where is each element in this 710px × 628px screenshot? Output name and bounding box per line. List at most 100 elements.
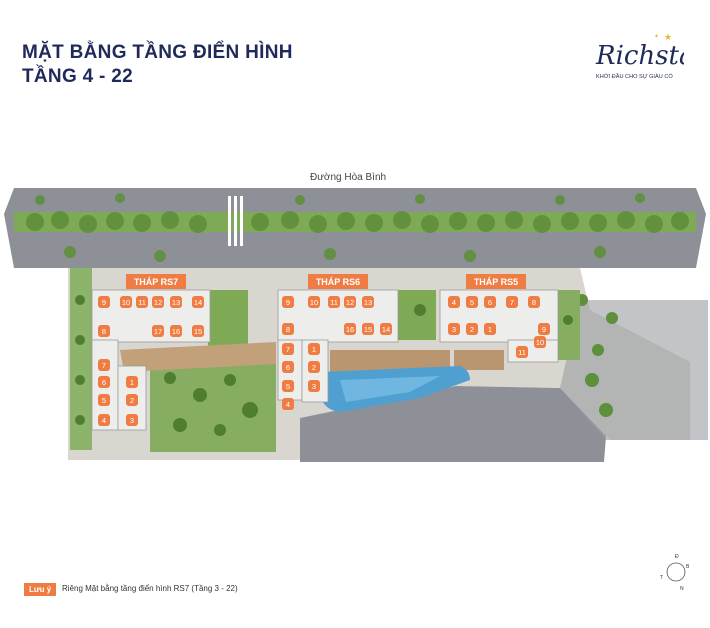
unit-marker-bg bbox=[534, 336, 546, 348]
pool-inner bbox=[340, 376, 440, 402]
unit-marker-bg bbox=[484, 323, 496, 335]
unit-marker-bg bbox=[282, 323, 294, 335]
unit-number: 8 bbox=[532, 298, 536, 307]
unit-number: 3 bbox=[130, 416, 134, 425]
unit-number: 7 bbox=[510, 298, 514, 307]
unit-number: 15 bbox=[194, 327, 202, 336]
deck-rs6 bbox=[330, 350, 450, 372]
unit-marker-bg bbox=[308, 296, 320, 308]
unit-number: 14 bbox=[194, 298, 202, 307]
unit-marker-bg bbox=[282, 296, 294, 308]
unit-number: 17 bbox=[154, 327, 162, 336]
page-title: MẶT BẰNG TẦNG ĐIỂN HÌNH bbox=[22, 42, 293, 63]
unit-marker-bg bbox=[344, 296, 356, 308]
green-west bbox=[70, 268, 92, 450]
unit-number: 4 bbox=[452, 298, 456, 307]
green-rs7-south bbox=[150, 356, 276, 452]
unit-marker-bg bbox=[448, 323, 460, 335]
unit-number: 16 bbox=[346, 325, 354, 334]
crosswalk bbox=[228, 196, 243, 246]
unit-marker-bg bbox=[506, 296, 518, 308]
compass-icon: Đ B T N bbox=[660, 554, 690, 592]
unit-number: 1 bbox=[312, 345, 316, 354]
unit-marker-bg bbox=[308, 343, 320, 355]
compass-letter-t: T bbox=[660, 575, 663, 581]
unit-marker-bg bbox=[170, 296, 182, 308]
unit-marker-bg bbox=[362, 296, 374, 308]
svg-text:Richstar: Richstar bbox=[595, 41, 684, 71]
compass-letter-n: N bbox=[680, 586, 684, 592]
unit-number: 2 bbox=[470, 325, 474, 334]
side-road-trees bbox=[576, 294, 618, 417]
unit-number: 8 bbox=[102, 327, 106, 336]
unit-number: 12 bbox=[154, 298, 162, 307]
unit-number: 11 bbox=[138, 298, 146, 307]
unit-marker-bg bbox=[126, 414, 138, 426]
unit-number: 5 bbox=[102, 396, 106, 405]
unit-number: 8 bbox=[286, 325, 290, 334]
note-badge: Lưu ý bbox=[24, 583, 57, 596]
road-trees bbox=[26, 193, 689, 262]
unit-marker-bg bbox=[362, 323, 374, 335]
unit-number: 16 bbox=[172, 327, 180, 336]
unit-number: 14 bbox=[382, 325, 390, 334]
unit-marker-bg bbox=[98, 414, 110, 426]
unit-marker-bg bbox=[98, 296, 110, 308]
unit-marker-bg bbox=[98, 394, 110, 406]
unit-number: 10 bbox=[536, 338, 544, 347]
unit-marker-bg bbox=[152, 325, 164, 337]
unit-marker-bg bbox=[120, 296, 132, 308]
unit-marker-bg bbox=[466, 323, 478, 335]
unit-number: 9 bbox=[102, 298, 106, 307]
unit-number: 2 bbox=[312, 363, 316, 372]
unit-number: 7 bbox=[102, 361, 106, 370]
unit-number: 9 bbox=[542, 325, 546, 334]
unit-marker-bg bbox=[538, 323, 550, 335]
unit-number: 3 bbox=[312, 382, 316, 391]
unit-marker-bg bbox=[152, 296, 164, 308]
tower-label-rs6: THÁP RS6 bbox=[316, 277, 360, 287]
tower-label-rs5: THÁP RS5 bbox=[474, 277, 518, 287]
side-road-right bbox=[560, 300, 708, 440]
svg-text:✦: ✦ bbox=[654, 33, 659, 40]
unit-marker-bg bbox=[484, 296, 496, 308]
median-strip bbox=[14, 212, 696, 232]
unit-marker-bg bbox=[308, 361, 320, 373]
unit-number: 1 bbox=[488, 325, 492, 334]
unit-number: 5 bbox=[470, 298, 474, 307]
unit-number: 11 bbox=[518, 348, 526, 357]
unit-number: 15 bbox=[364, 325, 372, 334]
unit-number: 1 bbox=[130, 378, 134, 387]
green-rs5-east bbox=[558, 290, 580, 360]
unit-marker-bg bbox=[192, 325, 204, 337]
unit-marker-bg bbox=[528, 296, 540, 308]
unit-number: 9 bbox=[286, 298, 290, 307]
unit-number: 12 bbox=[346, 298, 354, 307]
unit-number: 10 bbox=[122, 298, 130, 307]
unit-marker-bg bbox=[192, 296, 204, 308]
unit-number: 10 bbox=[310, 298, 318, 307]
plaza-deck bbox=[120, 342, 276, 372]
unit-marker-bg bbox=[126, 376, 138, 388]
unit-marker-bg bbox=[344, 323, 356, 335]
unit-marker-bg bbox=[282, 380, 294, 392]
compass-letter-b: B bbox=[686, 564, 690, 570]
unit-marker-bg bbox=[136, 296, 148, 308]
unit-marker-bg bbox=[98, 325, 110, 337]
unit-number: 13 bbox=[172, 298, 180, 307]
tower-label-rs7: THÁP RS7 bbox=[134, 277, 178, 287]
road-label: Đường Hòa Bình bbox=[310, 172, 387, 183]
unit-number: 2 bbox=[130, 396, 134, 405]
unit-marker-bg bbox=[448, 296, 460, 308]
unit-marker-bg bbox=[170, 325, 182, 337]
unit-marker-bg bbox=[466, 296, 478, 308]
unit-marker-bg bbox=[328, 296, 340, 308]
deck-rs5 bbox=[454, 350, 504, 370]
tower-label-tags bbox=[126, 274, 526, 289]
unit-marker-bg bbox=[282, 398, 294, 410]
green-rs7-court bbox=[208, 290, 248, 348]
unit-marker-bg bbox=[282, 343, 294, 355]
unit-marker-bg bbox=[516, 346, 528, 358]
unit-number: 4 bbox=[286, 400, 290, 409]
